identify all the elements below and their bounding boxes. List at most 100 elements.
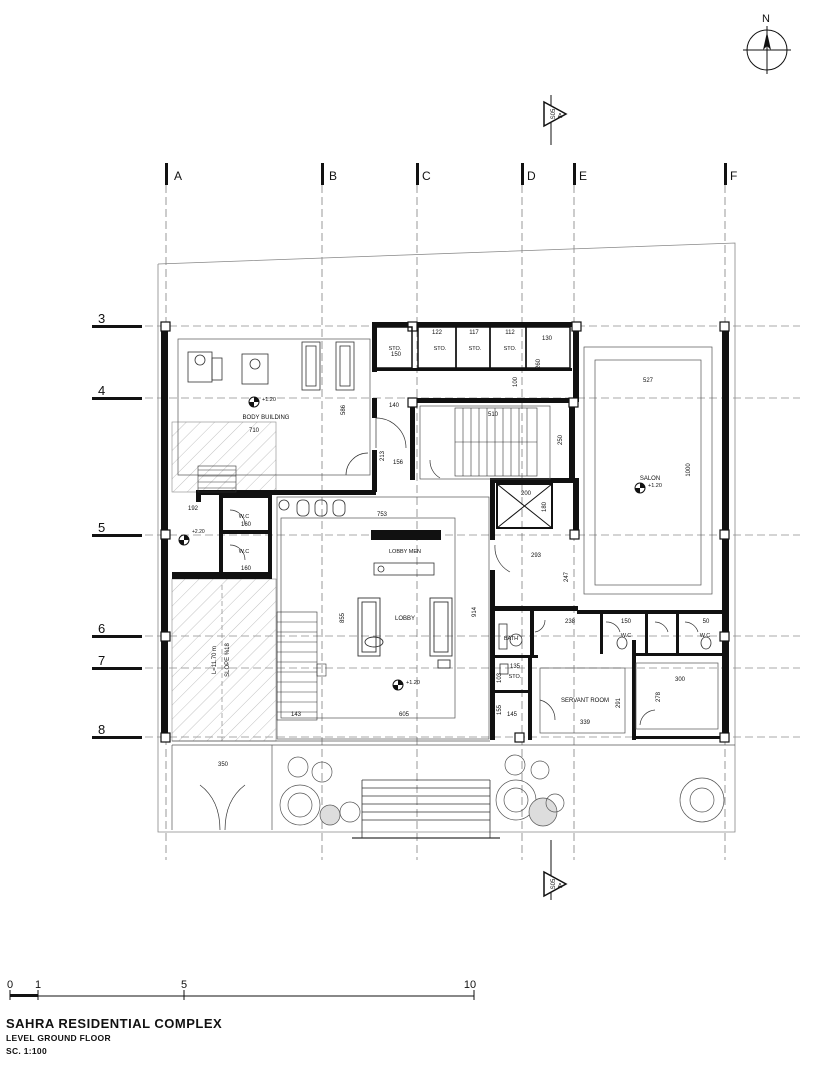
drawing-level: LEVEL GROUND FLOOR [6,1033,111,1043]
scale-label-5: 5 [181,979,187,991]
room-bath: BATH [504,636,518,642]
svg-text:155: 155 [497,704,503,715]
grid-col-C: C [422,169,431,183]
room-sto-1: STO. [509,674,522,680]
grid-row-3: 3 [98,311,105,326]
svg-text:+2.20: +2.20 [192,529,205,535]
level-marker-icon [392,679,404,691]
svg-text:586: 586 [341,404,347,415]
svg-text:145: 145 [507,712,518,718]
room-sto-3: STO. [434,346,447,352]
svg-text:103: 103 [497,672,503,683]
svg-text:291: 291 [616,697,622,708]
svg-text:S05: S05 [551,108,557,119]
svg-text:150: 150 [391,352,402,358]
room-wc-2: W.C [239,549,249,555]
scale-label-1: 1 [35,979,41,991]
room-servant: SERVANT ROOM [561,698,609,704]
svg-text:339: 339 [580,720,591,726]
level-marker-icon [178,534,190,546]
room-lobby: LOBBY [395,616,415,622]
room-wc-3: W.C [621,633,631,639]
svg-text:753: 753 [377,512,388,518]
room-wc-1: W.C [239,514,249,520]
landscape-trees [279,754,725,827]
svg-text:140: 140 [389,403,400,409]
svg-text:527: 527 [643,378,654,384]
entrance-steps [352,779,500,839]
lobby-chairs [278,499,346,517]
level-marker-icon [248,396,260,408]
room-labels: BODY BUILDING SALON LOBBY LOBBY MEN SERV… [212,346,710,704]
grid-row-markers: 3 4 5 6 7 8 [92,311,142,739]
svg-text:+1.20: +1.20 [262,397,276,403]
level-marker-icon [634,482,646,494]
svg-text:855: 855 [340,612,346,623]
north-arrow-icon: N [743,13,791,74]
dimension-labels: 527 1000 710 586 140 510 250 213 156 200… [188,330,710,768]
main-stair [454,407,538,477]
svg-text:156: 156 [393,460,404,466]
svg-text:510: 510 [488,412,499,418]
svg-text:50: 50 [703,619,710,625]
grid-column-markers: A B C D E F [165,163,737,185]
svg-text:130: 130 [542,336,553,342]
svg-text:135: 135 [510,664,521,670]
svg-text:247: 247 [564,571,570,582]
room-sto-4: STO. [469,346,482,352]
grid-col-E: E [579,169,587,183]
section-marker-bottom: S05 A [543,840,568,900]
side-stair [197,465,237,493]
storage-cells [375,326,571,369]
room-sto-2: STO. [389,346,402,352]
grid-row-7: 7 [98,653,105,668]
svg-text:350: 350 [218,762,229,768]
title-block: SAHRA RESIDENTIAL COMPLEX LEVEL GROUND F… [6,1016,222,1058]
svg-text:300: 300 [675,677,686,683]
svg-text:+1.20: +1.20 [648,483,662,489]
scale-label-0: 0 [7,979,13,991]
svg-text:250: 250 [558,434,564,445]
svg-text:180: 180 [542,501,548,512]
svg-text:278: 278 [656,691,662,702]
grid-row-4: 4 [98,383,105,398]
grid-row-6: 6 [98,621,105,636]
section-marker-top: S05 A [543,95,568,145]
svg-text:+1.20: +1.20 [406,680,420,686]
svg-text:122: 122 [432,330,443,336]
site-boundary [157,242,736,833]
doors [199,417,699,831]
scale-label-10: 10 [464,979,476,991]
svg-text:A: A [558,113,563,120]
svg-text:293: 293 [531,553,542,559]
svg-text:S05: S05 [551,878,557,889]
wc-fixtures [498,623,712,675]
drawing-scale: SC. 1:100 [6,1046,47,1056]
svg-text:260: 260 [536,358,542,369]
ramp-slope: SLOPE %18 [225,642,231,676]
svg-text:160: 160 [241,522,252,528]
room-body-building: BODY BUILDING [243,415,290,421]
grid-col-D: D [527,169,536,183]
grid-col-B: B [329,169,337,183]
elevator [496,483,553,529]
grid-col-F: F [730,169,737,183]
svg-text:160: 160 [241,566,252,572]
grid-row-8: 8 [98,722,105,737]
room-wc-4: W.C [700,633,710,639]
room-lobby-men: LOBBY MEN [389,549,421,555]
north-label: N [762,13,770,25]
grid-row-5: 5 [98,520,105,535]
svg-text:238: 238 [565,619,576,625]
svg-text:100: 100 [513,376,519,387]
svg-text:710: 710 [249,428,260,434]
level-markers: +1.20 +1.20 +1.20 +2.20 [178,396,662,691]
room-sto-5: STO. [504,346,517,352]
gym-equipment [187,341,355,391]
svg-text:213: 213 [380,450,386,461]
grid-col-A: A [174,169,182,183]
svg-text:143: 143 [291,712,302,718]
room-salon: SALON [640,476,660,482]
svg-text:117: 117 [469,330,479,336]
